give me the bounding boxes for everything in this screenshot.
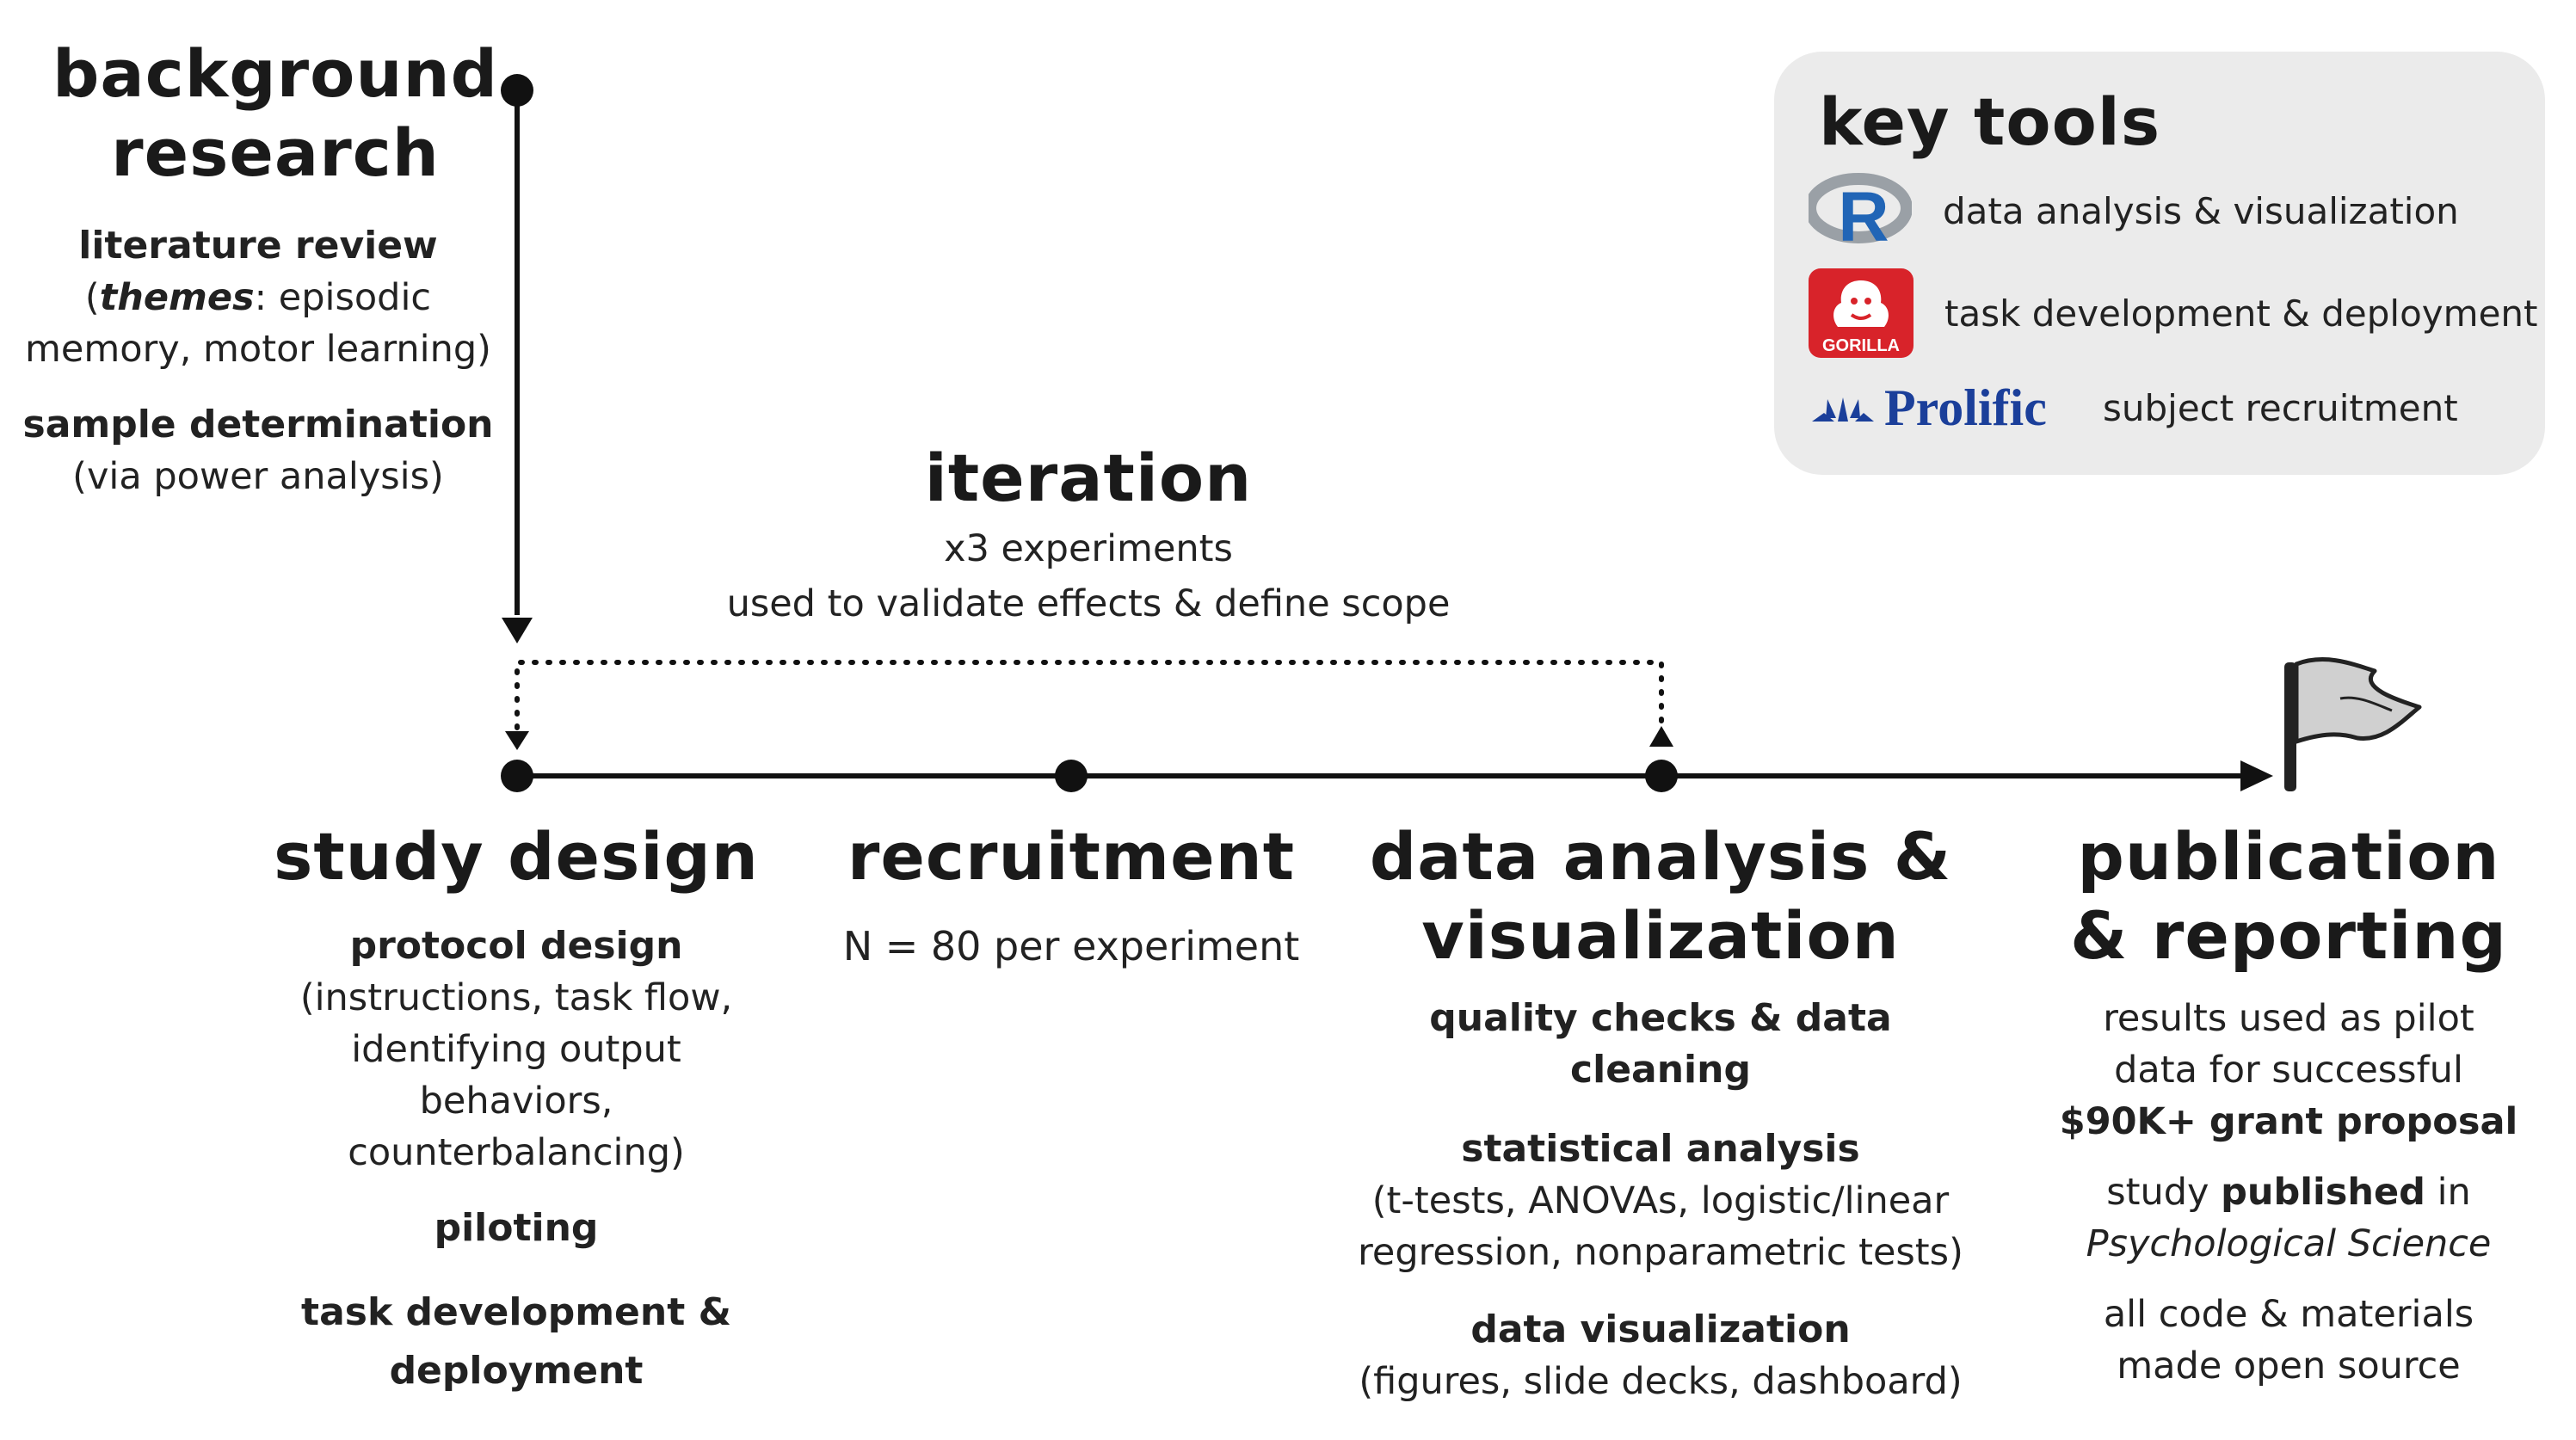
piloting-heading: piloting: [434, 1206, 599, 1250]
open-source-line1: all code & materials: [2103, 1293, 2474, 1336]
tool-row-prolific: Prolific subject recruitment: [1809, 380, 2458, 435]
publication-title-line2: & reporting: [2070, 897, 2507, 974]
svg-text:Prolific: Prolific: [1884, 380, 2047, 435]
sample-determination-heading: sample determination: [22, 403, 494, 446]
themes-label: themes: [99, 276, 255, 319]
literature-review-themes-line2: memory, motor learning): [25, 328, 491, 371]
recruitment-node: [1055, 760, 1088, 792]
iteration-block: iteration x3 experiments used to validat…: [714, 439, 1463, 630]
study-design-node: [501, 760, 533, 792]
background-title-line1: background: [52, 35, 498, 112]
background-title: background research: [52, 34, 499, 193]
publication-block: publication & reporting results used as …: [2048, 817, 2530, 1392]
iteration-down-arrow-icon: [505, 731, 529, 750]
r-logo-icon: R: [1804, 172, 1913, 256]
tool-label-gorilla: task development & deployment: [1944, 292, 2538, 335]
analysis-title-line2: visualization: [1421, 897, 1900, 974]
statistical-analysis-heading: statistical analysis: [1461, 1127, 1860, 1171]
background-title-line2: research: [111, 114, 440, 191]
journal-name: Psychological Science: [2086, 1222, 2492, 1265]
tool-label-prolific: subject recruitment: [2103, 386, 2458, 429]
iteration-title: iteration: [924, 440, 1253, 516]
study-design-block: study design protocol design (instructio…: [258, 817, 774, 1400]
key-tools-title: key tools: [1819, 83, 2161, 160]
key-tools-panel: key tools R data analysis & visualizatio…: [1774, 52, 2545, 475]
published-pre-text: study: [2106, 1171, 2222, 1214]
pilot-results-line2: data for successful: [2114, 1049, 2463, 1092]
protocol-design-detail-line2: identifying output behaviors,: [351, 1028, 681, 1123]
quality-checks-heading: quality checks & data cleaning: [1429, 996, 1892, 1092]
timeline-arrowhead: [2240, 760, 2273, 791]
background-arrowhead: [502, 618, 533, 643]
flag-icon: [2284, 657, 2422, 791]
recruitment-detail: N = 80 per experiment: [842, 923, 1300, 969]
background-details: literature review (themes: episodic memo…: [17, 220, 499, 502]
statistical-analysis-detail-line2: regression, nonparametric tests): [1358, 1231, 1963, 1274]
statistical-analysis-detail-line1: (t-tests, ANOVAs, logistic/linear: [1371, 1179, 1950, 1222]
protocol-design-detail-line3: counterbalancing): [348, 1131, 685, 1174]
study-design-title: study design: [274, 818, 759, 895]
task-development-heading-line2: deployment: [389, 1349, 644, 1393]
tool-row-gorilla: GORILLA task development & deployment: [1809, 268, 2538, 358]
analysis-block: data analysis & visualization quality ch…: [1342, 817, 1979, 1407]
prolific-logo-icon: Prolific: [1809, 380, 2077, 435]
iteration-line1: x3 experiments: [944, 527, 1233, 570]
publication-title-line1: publication: [2077, 818, 2500, 895]
grant-proposal-line: $90K+ grant proposal: [2059, 1100, 2518, 1143]
pilot-results-line1: results used as pilot: [2103, 997, 2474, 1040]
recruitment-block: recruitment N = 80 per experiment: [826, 817, 1316, 972]
tool-label-r: data analysis & visualization: [1943, 189, 2459, 232]
published-post-text: in: [2425, 1171, 2471, 1214]
analysis-title-line1: data analysis &: [1369, 818, 1952, 895]
data-visualization-detail: (figures, slide decks, dashboard): [1359, 1360, 1963, 1403]
iteration-loop-line: [515, 660, 1664, 744]
protocol-design-detail-line1: (instructions, task flow,: [299, 976, 733, 1019]
literature-review-themes-line: (themes: episodic: [17, 272, 499, 323]
iteration-line2: used to validate effects & define scope: [726, 582, 1451, 625]
paren-open-text: (: [84, 276, 100, 319]
gorilla-logo-icon: GORILLA: [1809, 268, 1914, 358]
protocol-design-heading: protocol design: [349, 924, 683, 968]
published-bold-text: published: [2221, 1171, 2425, 1214]
svg-text:GORILLA: GORILLA: [1822, 336, 1900, 355]
recruitment-title: recruitment: [847, 818, 1296, 895]
published-line: study published in: [2048, 1166, 2530, 1218]
sample-determination-detail: (via power analysis): [72, 455, 444, 498]
analysis-node: [1645, 760, 1678, 792]
background-node: [501, 74, 533, 107]
themes-rest-text: : episodic: [254, 276, 432, 319]
svg-text:R: R: [1838, 178, 1889, 249]
tool-row-r: R data analysis & visualization: [1804, 172, 2459, 256]
open-source-line2: made open source: [2117, 1345, 2461, 1388]
data-visualization-heading: data visualization: [1470, 1308, 1851, 1351]
literature-review-heading: literature review: [78, 224, 438, 268]
task-development-heading-line1: task development &: [301, 1290, 731, 1334]
iteration-up-arrow-icon: [1649, 726, 1673, 747]
